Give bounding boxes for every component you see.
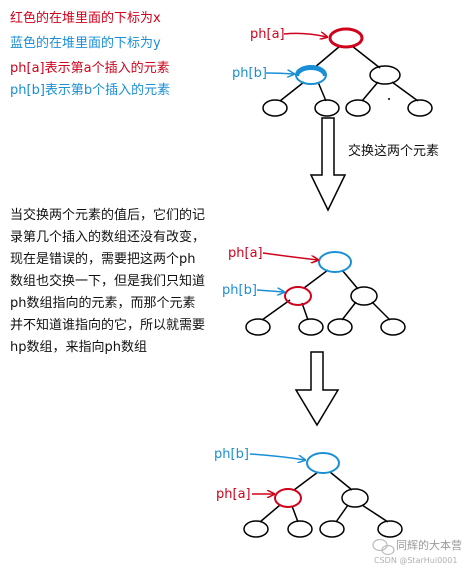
down-arrow-2 bbox=[294, 351, 340, 427]
watermark-csdn: CSDN @StarHui0001 bbox=[374, 556, 458, 565]
paragraph-line: hp数组，来指向ph数组 bbox=[10, 340, 147, 355]
paragraph-line: 当交换两个元素的值后，它们的记 bbox=[10, 208, 206, 223]
node-y-blue bbox=[306, 452, 340, 474]
legend-line-2: 蓝色的在堆里面的下标为y bbox=[10, 36, 161, 51]
tree-node bbox=[314, 99, 340, 117]
legend-line-3: ph[a]表示第a个插入的元素 bbox=[10, 61, 170, 76]
tree-node bbox=[245, 318, 271, 336]
tree-node bbox=[327, 318, 353, 336]
label-phb: ph[b] bbox=[214, 447, 249, 462]
paragraph-line: 录第几个插入的数组还没有改变， bbox=[10, 230, 206, 245]
label-phb: ph[b] bbox=[222, 283, 257, 298]
tree-node bbox=[345, 99, 371, 117]
tree-node bbox=[377, 520, 403, 538]
legend-line-1: 红色的在堆里面的下标为x bbox=[10, 11, 161, 26]
arrow-pha bbox=[262, 252, 318, 260]
tree-node bbox=[262, 99, 288, 117]
tree-node bbox=[319, 520, 345, 538]
tree-node bbox=[380, 318, 406, 336]
arrow1-caption: 交换这两个元素 bbox=[348, 143, 439, 159]
node-x-red bbox=[328, 27, 364, 49]
tree-node bbox=[341, 488, 369, 508]
label-pha: ph[a] bbox=[216, 487, 251, 502]
arrow-phb bbox=[265, 73, 294, 74]
node-x-red bbox=[274, 488, 302, 508]
tree-node bbox=[350, 286, 378, 306]
tree-node bbox=[287, 520, 313, 538]
paragraph-line: 数组也交换一下，但是我们只知道 bbox=[10, 274, 206, 289]
dot-mark bbox=[388, 98, 390, 100]
tree-node bbox=[369, 65, 401, 85]
paragraph-line: ph数组指向的元素，而那个元素 bbox=[10, 296, 196, 311]
paragraph-line: 并不知道谁指向的它，所以就需要 bbox=[10, 318, 206, 333]
down-arrow-1 bbox=[309, 117, 347, 212]
legend-line-4: ph[b]表示第b个插入的元素 bbox=[10, 83, 171, 98]
heap-tree-swapped bbox=[261, 269, 391, 321]
arrow-phb bbox=[256, 290, 284, 292]
arrow-pha bbox=[283, 33, 327, 37]
wechat-logo-icon bbox=[372, 538, 395, 556]
node-y-highlight bbox=[295, 66, 327, 77]
paragraph-line: 现在是错误的，需要把这两个ph bbox=[10, 252, 196, 267]
label-phb: ph[b] bbox=[232, 66, 267, 81]
heap-tree-before bbox=[279, 45, 419, 102]
node-y-blue bbox=[318, 251, 352, 273]
tree-node bbox=[298, 318, 324, 336]
label-pha: ph[a] bbox=[228, 246, 263, 261]
tree-node bbox=[407, 99, 433, 117]
tree-node bbox=[243, 520, 269, 538]
label-pha: ph[a] bbox=[250, 27, 285, 42]
arrow-phb bbox=[249, 453, 305, 460]
node-x-red bbox=[284, 286, 312, 306]
heap-tree-after bbox=[259, 471, 389, 523]
explanation-paragraph: 当交换两个元素的值后，它们的记 录第几个插入的数组还没有改变， 现在是错误的，需… bbox=[10, 205, 210, 359]
watermark-brand: 同辉的大本营 bbox=[396, 539, 462, 552]
